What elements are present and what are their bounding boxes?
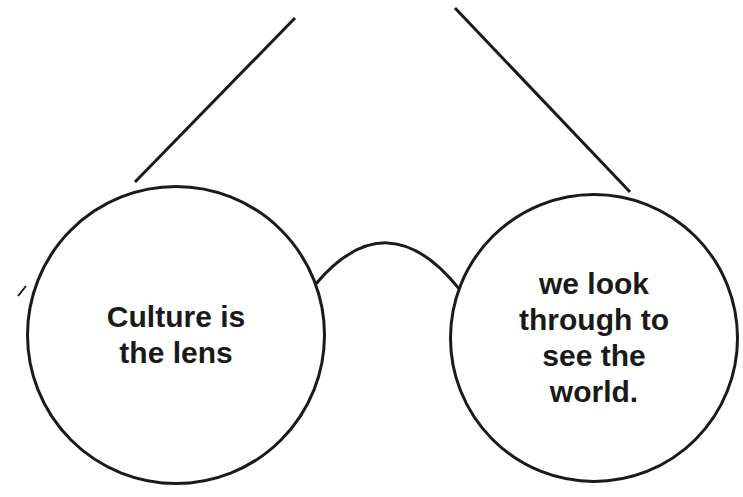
lens-circle: we look through to see the world. bbox=[449, 193, 739, 483]
lens-text: Culture is the lens bbox=[106, 299, 246, 371]
lens-circle: Culture is the lens bbox=[26, 185, 326, 485]
lens-outline bbox=[26, 185, 326, 485]
lens-outline bbox=[449, 193, 739, 483]
right-temple bbox=[455, 8, 630, 192]
bridge-connector bbox=[316, 243, 460, 289]
hinge-tick bbox=[18, 286, 26, 296]
left-temple bbox=[135, 18, 295, 182]
lens-text: we look through to see the world. bbox=[504, 266, 684, 410]
